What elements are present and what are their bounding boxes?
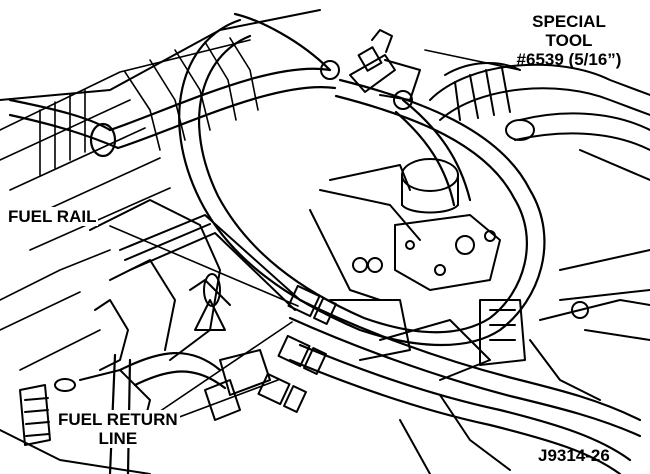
- fuel-rail-part: [119, 214, 301, 331]
- fuel-return-line2: LINE: [98, 429, 138, 449]
- figure-id: J9314-26: [538, 446, 610, 465]
- special-tool-line2: TOOL: [545, 31, 593, 51]
- throttle-body: [309, 158, 601, 474]
- valve-cover-ribs: [0, 37, 259, 371]
- special-tool-line3: #6539 (5/16”): [516, 50, 622, 70]
- special-tool-label: SPECIAL TOOL #6539 (5/16”): [492, 12, 646, 69]
- fuel-rail-label: FUEL RAIL: [6, 207, 99, 227]
- fuel-return-line-label: FUEL RETURN LINE: [56, 410, 180, 449]
- special-tool-line1: SPECIAL: [532, 12, 606, 31]
- intake-duct: [429, 62, 650, 341]
- fuel-hoses: [8, 12, 642, 474]
- fuel-return-line1: FUEL RETURN: [58, 410, 178, 429]
- upper-fittings: [320, 29, 421, 110]
